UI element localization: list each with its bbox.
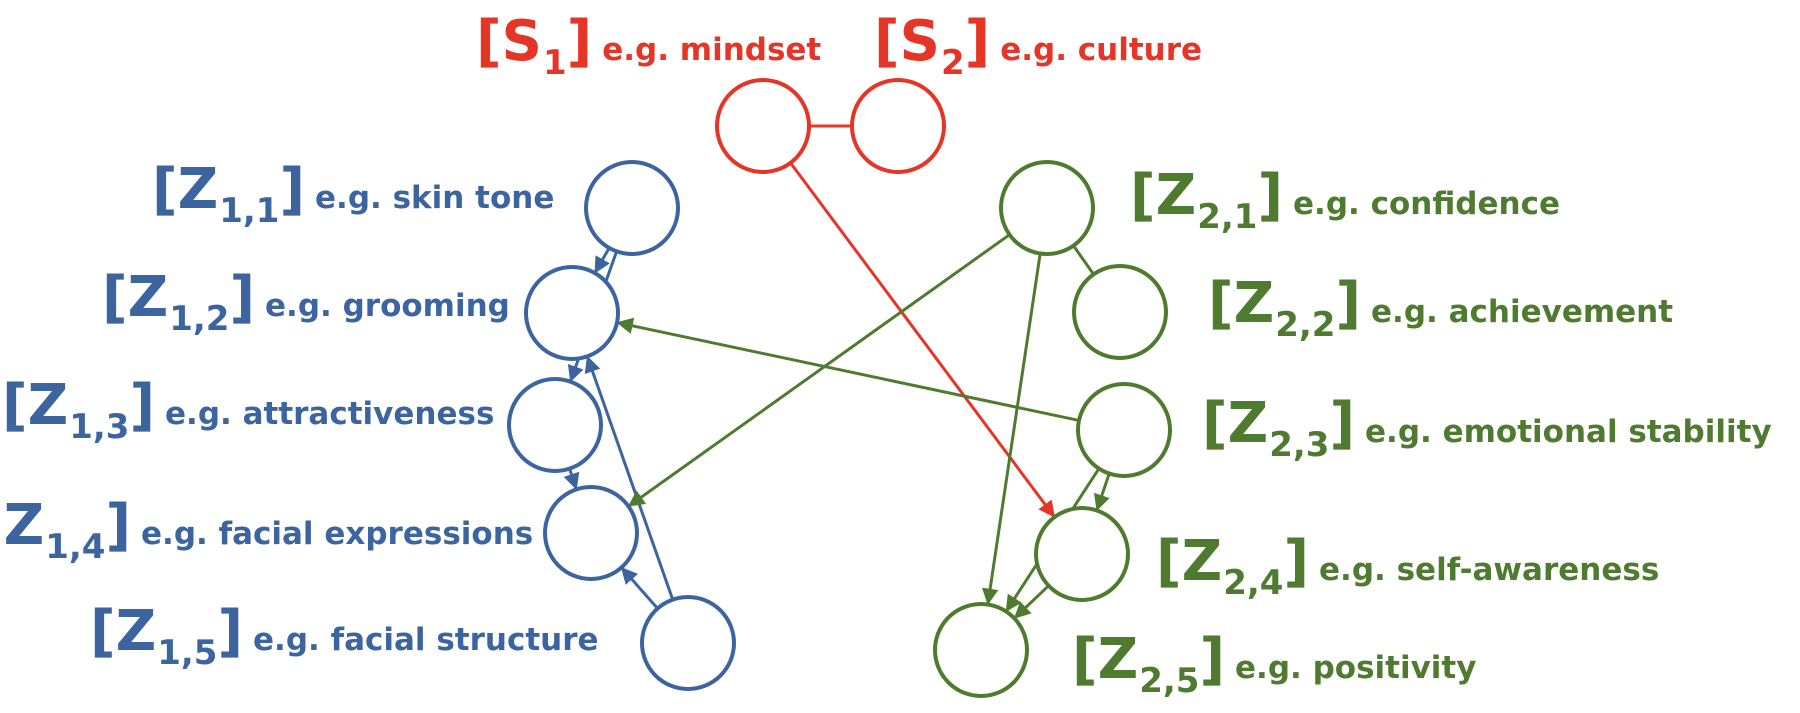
example-z13: e.g. attractiveness	[165, 396, 495, 432]
node-s1	[715, 78, 811, 174]
label-z12: [Z1,2]e.g. grooming	[102, 265, 510, 339]
edge-z23-z12	[616, 317, 1080, 422]
example-z14: e.g. facial expressions	[141, 516, 534, 552]
example-s2: e.g. culture	[1000, 32, 1203, 68]
node-z25	[933, 602, 1029, 698]
node-z15	[640, 595, 736, 691]
label-z24: [Z2,4]e.g. self-awareness	[1156, 529, 1660, 603]
node-z24	[1034, 506, 1130, 602]
edge-z21-z14	[627, 233, 1011, 507]
example-z11: e.g. skin tone	[315, 180, 555, 216]
label-z21: [Z2,1]e.g. confidence	[1130, 163, 1560, 237]
label-z22: [Z2,2]e.g. achievement	[1208, 271, 1674, 345]
example-z12: e.g. grooming	[265, 288, 510, 324]
node-z11	[584, 160, 680, 256]
edge-z21-z25	[981, 253, 1042, 606]
node-z14	[543, 485, 639, 581]
label-z14: [Z1,4]e.g. facial expressions	[0, 493, 534, 567]
example-z21: e.g. confidence	[1293, 186, 1560, 222]
edge-z13-z14	[563, 468, 580, 490]
nodes-layer	[507, 78, 1172, 698]
edge-z11-z12	[594, 247, 611, 274]
example-z23: e.g. emotional stability	[1365, 414, 1772, 450]
example-s1: e.g. mindset	[602, 32, 822, 68]
label-z23: [Z2,3]e.g. emotional stability	[1202, 391, 1772, 465]
node-z23	[1076, 382, 1172, 478]
example-z22: e.g. achievement	[1371, 294, 1674, 330]
label-s2: [S2]e.g. culture	[874, 9, 1203, 83]
example-z25: e.g. positivity	[1235, 650, 1477, 686]
node-z12	[524, 265, 620, 361]
label-z11: [Z1,1]e.g. skin tone	[152, 157, 555, 231]
edge-z24-z25	[1013, 584, 1050, 619]
node-z22	[1072, 264, 1168, 360]
label-z25: [Z2,5]e.g. positivity	[1072, 627, 1477, 701]
node-s2	[850, 78, 946, 174]
example-z24: e.g. self-awareness	[1319, 552, 1660, 588]
label-s1: [S1]e.g. mindset	[476, 9, 822, 83]
label-z15: [Z1,5]e.g. facial structure	[90, 599, 599, 673]
edge-z15-z14	[620, 567, 659, 610]
edge-z15-z12	[584, 355, 675, 601]
node-z21	[999, 160, 1095, 256]
edge-z23-z24	[1094, 473, 1111, 512]
label-z13: [Z1,3]e.g. attractiveness	[2, 373, 495, 447]
node-z13	[507, 377, 603, 473]
example-z15: e.g. facial structure	[253, 622, 599, 658]
edge-z21-z22	[1072, 244, 1095, 275]
